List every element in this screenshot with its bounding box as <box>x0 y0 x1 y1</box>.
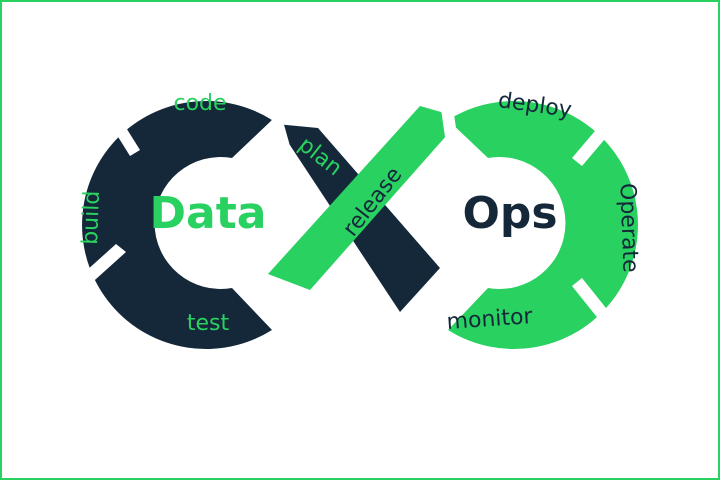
green-cross-band <box>268 106 462 290</box>
notch-deploy-operate <box>572 118 616 166</box>
notch-monitor-release <box>400 286 440 326</box>
stage-label-monitor: monitor <box>446 304 535 335</box>
stage-label-code: code <box>173 91 226 116</box>
left-ring <box>82 100 272 350</box>
center-word-data: Data <box>150 188 267 239</box>
notch-code-build <box>100 102 140 156</box>
stage-label-operate: Operate <box>614 183 642 273</box>
center-word-ops: Ops <box>462 188 557 239</box>
notch-code-plan <box>266 96 290 150</box>
notch-release-deploy <box>440 100 458 144</box>
stage-label-test: test <box>187 311 230 336</box>
right-loop <box>268 100 638 350</box>
right-ring <box>448 100 638 350</box>
notch-build-test <box>76 244 126 288</box>
stage-label-build: build <box>78 190 105 245</box>
notch-operate-monitor <box>572 278 614 326</box>
